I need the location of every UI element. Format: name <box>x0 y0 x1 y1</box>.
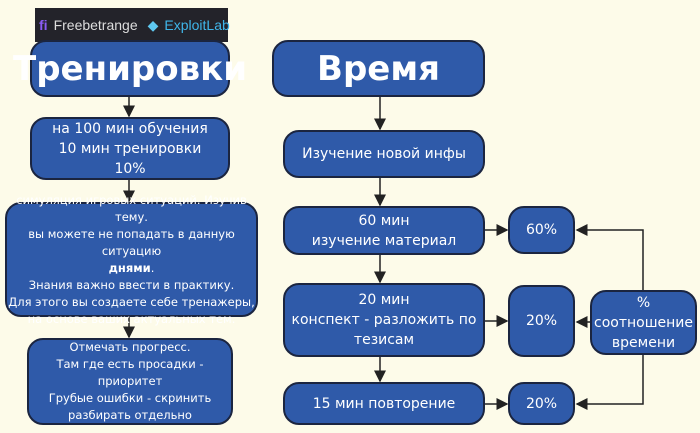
percent-review: 20% <box>508 382 575 425</box>
text-line: изучение материал <box>311 232 457 249</box>
exploitlab-brand: ExploitLab <box>164 17 230 33</box>
text-line: Для этого вы создаете себе тренажеры, <box>8 294 255 309</box>
percent-notes: 20% <box>508 285 575 357</box>
simulation-box: симуляция игровых ситуаций. Изучив тему.… <box>5 193 258 326</box>
bold-text: днями <box>108 260 151 275</box>
text-line: Изучение новой инфы <box>302 146 466 162</box>
text-line: тезисам <box>353 332 415 348</box>
percent-text: 20% <box>525 313 558 329</box>
text-line: 20 мин <box>358 292 410 308</box>
text-line: % <box>636 294 651 311</box>
text-line: на 100 мин обучения <box>52 120 208 137</box>
freebetrange-logo-icon: ﬁ <box>39 17 48 33</box>
notes-box: 20 мин конспект - разложить по тезисам <box>283 283 485 357</box>
text-line: Грубые ошибки - скринить <box>48 391 212 405</box>
text-line: Там где есть просадки - приоритет <box>56 357 204 388</box>
text-line: конспект - разложить по <box>291 312 477 328</box>
text-line: Отмечать прогресс. <box>69 340 191 354</box>
text-line: 15 мин повторение <box>312 395 456 412</box>
time-title: Время <box>272 40 485 97</box>
text-line: Знания важно ввести в практику. <box>28 277 235 292</box>
text-line: 10% <box>114 160 146 177</box>
percent-study: 60% <box>508 206 575 254</box>
text-line: 60 мин <box>358 212 410 229</box>
freebetrange-brand: Freebetrange <box>53 17 138 33</box>
logo-bar: ﬁ Freebetrange ◆ ExploitLab <box>35 8 230 42</box>
percent-text: 60% <box>525 222 558 238</box>
training-ratio-box: на 100 мин обучения 10 мин тренировки 10… <box>30 117 230 180</box>
trainings-title-text: Тренировки <box>13 48 248 89</box>
text-line: на основе ваших актуальных тем. <box>27 311 236 326</box>
review-box: 15 мин повторение <box>283 382 485 425</box>
new-info-box: Изучение новой инфы <box>283 130 485 178</box>
progress-box: Отмечать прогресс. Там где есть просадки… <box>27 338 233 425</box>
percent-text: 20% <box>525 395 558 412</box>
study-box: 60 мин изучение материал <box>283 206 485 255</box>
time-title-text: Время <box>317 48 440 89</box>
text-line: симуляция игровых ситуаций. Изучив тему. <box>16 192 247 224</box>
text-line: разбирать отдельно <box>68 408 192 422</box>
text-line: днями. <box>109 260 155 277</box>
text-line: вы можете не попадать в данную ситуацию <box>28 226 235 258</box>
trainings-title: Тренировки <box>13 40 247 97</box>
text-line: соотношение <box>594 314 693 331</box>
text-dot: . <box>150 260 155 275</box>
exploitlab-logo-icon: ◆ <box>147 16 159 33</box>
time-ratio-box: % соотношение времени <box>590 290 697 355</box>
text-line: времени <box>611 334 676 351</box>
text-line: 10 мин тренировки <box>58 140 202 157</box>
